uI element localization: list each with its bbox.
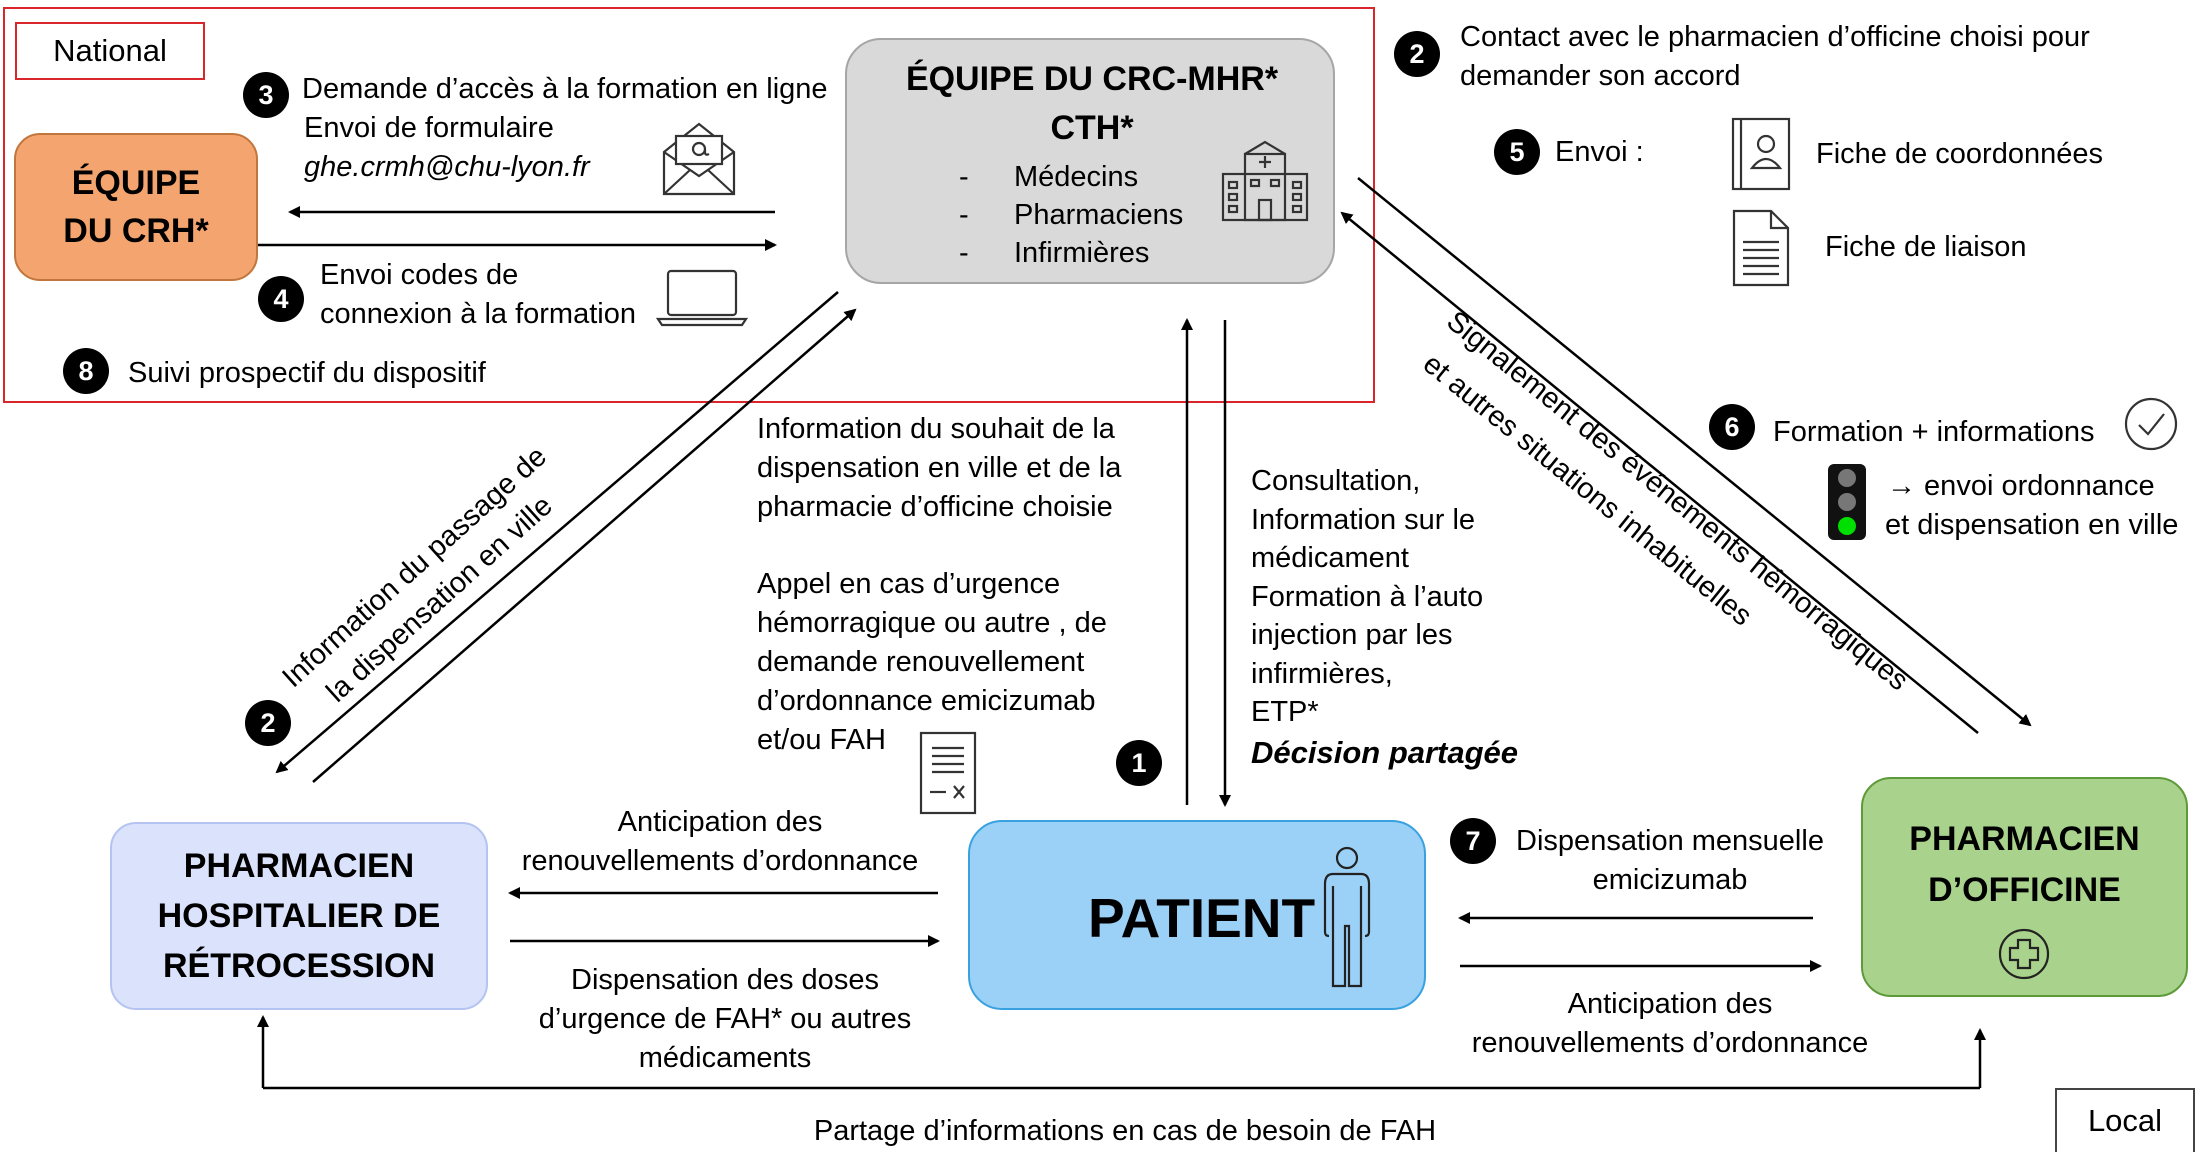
step-5-marker: 5 — [1494, 129, 1540, 175]
step7-text-line2: emicizumab — [1592, 864, 1748, 896]
crc-member: -Infirmières — [959, 237, 1150, 269]
crc-team-box: ÉQUIPE DU CRC-MHR* CTH* -Médecins -Pharm… — [845, 38, 1335, 284]
crc-member: -Médecins — [959, 161, 1139, 193]
info-souhait-line: dispensation en ville et de la — [757, 452, 1122, 484]
laptop-icon — [656, 269, 748, 327]
local-label: Local — [2055, 1088, 2195, 1152]
consultation-line: ETP* — [1251, 696, 1319, 728]
appel-line: hémorragique ou autre , de — [757, 607, 1107, 639]
crc-member-list: -Médecins -Pharmaciens -Infirmières — [959, 158, 1183, 272]
person-icon — [1323, 846, 1371, 988]
pharmacy-cross-icon — [1998, 928, 2050, 980]
step-3-marker: 3 — [243, 72, 289, 118]
prescription-icon — [919, 731, 977, 815]
consultation-line: infirmières, — [1251, 657, 1393, 690]
consultation-block: Consultation, Information sur le médicam… — [1251, 462, 1483, 732]
step-1-marker: 1 — [1116, 740, 1162, 786]
consultation-line: Information sur le — [1251, 503, 1476, 536]
step5-text: Envoi : — [1555, 136, 1644, 168]
arrow-officine-to-crc — [1340, 211, 1979, 734]
step3-text-line2: Envoi de formulaire — [304, 112, 554, 144]
step-4-marker: 4 — [258, 276, 304, 322]
step4-text-line1: Envoi codes de — [320, 259, 519, 291]
hospital-icon — [1221, 140, 1309, 222]
check-circle-icon — [2124, 397, 2178, 451]
anticipation-left-line1: Anticipation des — [617, 806, 823, 838]
step-2-marker: 2 — [1394, 31, 1440, 77]
appel-line: d’ordonnance emicizumab — [757, 685, 1096, 717]
consultation-line: injection par les — [1251, 619, 1453, 651]
step3-text-line1: Demande d’accès à la formation en ligne — [302, 73, 828, 105]
arrow-crc-to-hospital — [275, 291, 839, 774]
info-souhait-block: Information du souhait de la dispensatio… — [757, 410, 1121, 527]
info-souhait-line: pharmacie d’officine choisie — [757, 491, 1113, 523]
email-icon — [662, 122, 736, 196]
decision-label: Décision partagée — [1251, 735, 1519, 770]
anticipation-right-line2: renouvellements d’ordonnance — [1471, 1027, 1869, 1059]
national-zone-frame — [3, 7, 1375, 403]
traffic-text-line2: et dispensation en ville — [1885, 509, 2179, 541]
consultation-line: Formation à l’auto — [1251, 580, 1484, 613]
consultation-line: Consultation, — [1251, 465, 1421, 497]
hospital-line2: HOSPITALIER DE — [157, 897, 441, 935]
anticipation-right-line1: Anticipation des — [1567, 988, 1773, 1020]
contact-card-icon — [1731, 117, 1791, 191]
patient-label: PATIENT — [1088, 887, 1316, 949]
appel-block: Appel en cas d’urgence hémorragique ou a… — [757, 565, 1107, 760]
dispensation-doses-line: médicaments — [638, 1042, 812, 1074]
step-7-marker: 7 — [1450, 818, 1496, 864]
step2-text-line1: Contact avec le pharmacien d’officine ch… — [1460, 21, 2090, 53]
crh-team-box: ÉQUIPE DU CRH* — [14, 133, 258, 281]
crh-line2: DU CRH* — [63, 212, 209, 250]
step6-text: Formation + informations — [1773, 416, 2095, 448]
step8-text: Suivi prospectif du dispositif — [128, 357, 486, 389]
hospital-line3: RÉTROCESSION — [162, 947, 436, 985]
dispensation-doses-line: Dispensation des doses — [571, 964, 879, 996]
arrow-hospital-to-crc — [312, 308, 857, 783]
officine-line1: PHARMACIEN — [1909, 820, 2140, 858]
appel-line: et/ou FAH — [757, 724, 886, 756]
shared-info-label: Partage d’informations en cas de besoin … — [813, 1115, 1437, 1147]
dispensation-doses-block: Dispensation des doses d’urgence de FAH*… — [520, 961, 930, 1078]
anticipation-left-line2: renouvellements d’ordonnance — [521, 845, 919, 877]
crc-member: -Pharmaciens — [959, 199, 1184, 231]
arrow-crc-to-officine — [1357, 177, 2032, 727]
document-icon — [1732, 209, 1790, 287]
crh-line1: ÉQUIPE — [71, 164, 201, 202]
traffic-text-line1: → envoi ordonnance — [1887, 470, 2155, 502]
step2-text-line2: demander son accord — [1460, 60, 1741, 92]
step7-text-line1: Dispensation mensuelle — [1516, 825, 1824, 857]
crc-title-line1: ÉQUIPE DU CRC-MHR* — [905, 60, 1279, 98]
appel-line: demande renouvellement — [757, 646, 1085, 678]
step-2-marker: 2 — [245, 700, 291, 746]
consultation-line: médicament — [1251, 542, 1409, 574]
appel-line: Appel en cas d’urgence — [757, 568, 1061, 600]
officine-line2: D’OFFICINE — [1928, 871, 2121, 909]
crc-title-line2: CTH* — [1050, 109, 1134, 147]
step-6-marker: 6 — [1709, 404, 1755, 450]
step4-text-line2: connexion à la formation — [320, 298, 636, 330]
dispensation-doses-line: d’urgence de FAH* ou autres — [538, 1003, 912, 1035]
step3-email: ghe.crmh@chu-lyon.fr — [304, 151, 590, 183]
traffic-light-icon — [1828, 464, 1866, 540]
officine-pharmacist-box: PHARMACIEN D’OFFICINE — [1861, 777, 2188, 997]
national-label: National — [15, 22, 205, 80]
doc-contact-label: Fiche de coordonnées — [1816, 138, 2103, 170]
patient-box: PATIENT — [968, 820, 1426, 1010]
hospital-pharmacist-box: PHARMACIEN HOSPITALIER DE RÉTROCESSION — [110, 822, 488, 1010]
hospital-line1: PHARMACIEN — [183, 847, 415, 885]
doc-liaison-label: Fiche de liaison — [1825, 231, 2027, 263]
info-souhait-line: Information du souhait de la — [757, 413, 1115, 445]
step-8-marker: 8 — [63, 348, 109, 394]
